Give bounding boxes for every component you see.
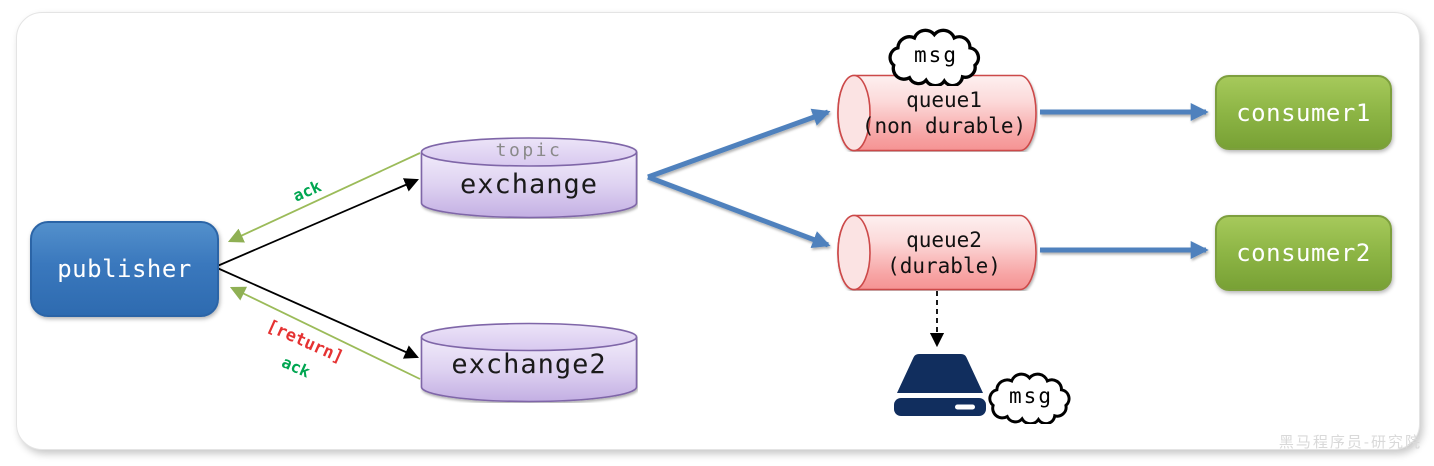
hard-drive-shape — [894, 354, 986, 416]
publish-arrow-exchange — [214, 178, 419, 268]
exchange-node: topic exchange — [420, 136, 638, 219]
consumer2-node: consumer2 — [1215, 215, 1392, 291]
ack-arrow-exchange-publisher — [227, 152, 421, 243]
exchange-label: exchange — [459, 169, 599, 200]
exchange2-node: exchange2 — [420, 322, 638, 403]
return-ack-arrow-exchange2-publisher — [229, 286, 421, 380]
route-arrow-exchange-queue2 — [647, 174, 831, 249]
exchange-cylinder-shape — [420, 137, 638, 219]
msg-label-queue1: msg — [914, 43, 958, 68]
queue1-label: queue1 (non durable) — [850, 74, 1038, 152]
queue1-name: queue1 — [906, 88, 982, 112]
cloud-icon — [988, 372, 1071, 426]
queue1-cylinder-shape — [837, 74, 1037, 152]
queue1-node: queue1 (non durable) — [836, 74, 1038, 152]
queue2-cylinder-shape — [837, 214, 1037, 291]
publish-arrow-exchange2 — [214, 266, 419, 359]
watermark-text: 黑马程序员-研究院 — [1278, 433, 1422, 451]
queue2-name: queue2 — [906, 228, 982, 252]
consumer1-node: consumer1 — [1215, 75, 1392, 150]
publisher-node: publisher — [30, 221, 219, 317]
publisher-label: publisher — [57, 255, 192, 283]
consumer1-label: consumer1 — [1236, 98, 1371, 127]
consumer2-label: consumer2 — [1236, 239, 1371, 267]
queue1-durability: (non durable) — [861, 114, 1027, 138]
msg-cloud-queue1: msg — [884, 28, 988, 88]
exchange-type-tag: topic — [495, 140, 563, 161]
queue2-label: queue2 (durable) — [850, 214, 1038, 292]
msg-label-disk: msg — [1009, 384, 1053, 409]
route-arrow-exchange-queue1 — [647, 108, 831, 180]
exchange2-label: exchange2 — [451, 349, 607, 380]
cloud-icon — [888, 28, 981, 88]
queue2-node: queue2 (durable) — [836, 214, 1038, 292]
exchange2-cylinder-shape — [420, 322, 638, 403]
msg-cloud-disk: msg — [983, 372, 1079, 426]
disk-icon — [893, 352, 987, 417]
queue2-durability: (durable) — [887, 254, 1001, 278]
